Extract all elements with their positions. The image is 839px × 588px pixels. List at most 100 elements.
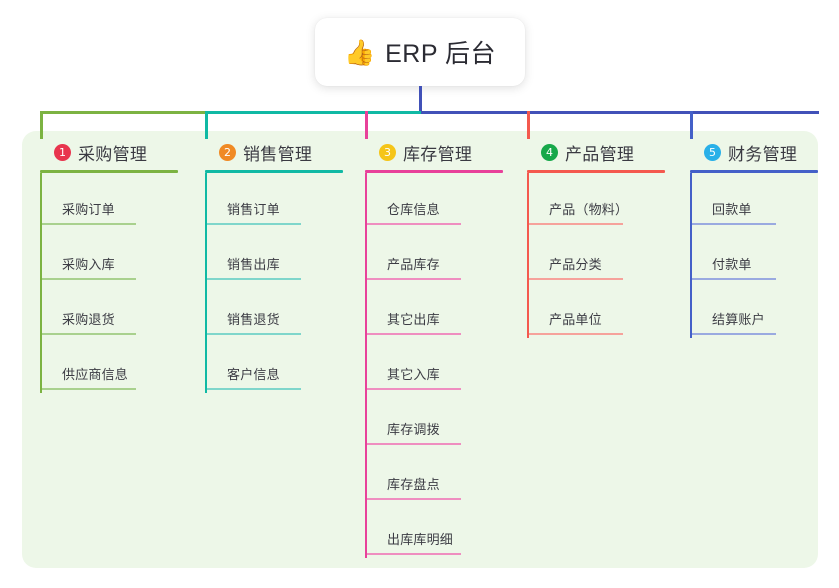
leaf-item[interactable]: 其它入库 — [365, 338, 515, 393]
leaf-underline — [367, 553, 461, 555]
leaf-underline — [207, 388, 301, 390]
column-title: 采购管理 — [78, 144, 148, 164]
column-spine — [690, 173, 692, 338]
leaf-underline — [207, 223, 301, 225]
leaf-label: 产品单位 — [549, 312, 602, 327]
leaf-label: 其它出库 — [387, 312, 440, 327]
column-spine — [205, 173, 207, 393]
leaf-label: 采购订单 — [62, 202, 115, 217]
leaf-underline — [367, 223, 461, 225]
leaf-label: 采购退货 — [62, 312, 115, 327]
diagram-panel — [22, 131, 818, 568]
leaf-item[interactable]: 采购入库 — [40, 228, 190, 283]
leaf-list: 回款单付款单结算账户 — [690, 173, 830, 338]
connector-segment-2 — [206, 111, 421, 114]
leaf-item[interactable]: 产品（物料） — [527, 173, 677, 228]
column-title: 销售管理 — [243, 144, 313, 164]
leaf-item[interactable]: 供应商信息 — [40, 338, 190, 393]
branch-drop-3 — [365, 111, 368, 139]
column-header-1[interactable]: 1 采购管理 — [40, 140, 190, 164]
leaf-underline — [207, 278, 301, 280]
column-spine — [365, 173, 367, 558]
leaf-list: 销售订单销售出库销售退货客户信息 — [205, 173, 355, 393]
leaf-label: 销售订单 — [227, 202, 280, 217]
number-badge-icon: 5 — [704, 143, 721, 161]
column-underline — [205, 170, 343, 173]
leaf-item[interactable]: 回款单 — [690, 173, 830, 228]
leaf-label: 销售退货 — [227, 312, 280, 327]
leaf-label: 产品分类 — [549, 257, 602, 272]
leaf-underline — [692, 333, 776, 335]
number-badge-icon: 1 — [54, 143, 71, 161]
leaf-label: 客户信息 — [227, 367, 280, 382]
leaf-label: 结算账户 — [712, 312, 765, 327]
leaf-label: 产品（物料） — [549, 202, 629, 217]
leaf-item[interactable]: 出库库明细 — [365, 503, 515, 558]
horizontal-connector — [40, 111, 819, 114]
column-spine — [527, 173, 529, 338]
leaf-list: 产品（物料） 产品分类产品单位 — [527, 173, 677, 338]
leaf-item[interactable]: 库存调拨 — [365, 393, 515, 448]
leaf-item[interactable]: 库存盘点 — [365, 448, 515, 503]
column-2: 2 销售管理销售订单销售出库销售退货客户信息 — [205, 140, 355, 393]
branch-drop-5 — [690, 111, 693, 139]
leaf-underline — [692, 278, 776, 280]
leaf-list: 采购订单采购入库采购退货供应商信息 — [40, 173, 190, 393]
leaf-label: 出库库明细 — [387, 532, 454, 547]
leaf-label: 付款单 — [712, 257, 752, 272]
leaf-label: 回款单 — [712, 202, 752, 217]
column-1: 1 采购管理采购订单采购入库采购退货供应商信息 — [40, 140, 190, 393]
root-title: ERP 后台 — [385, 40, 497, 68]
leaf-underline — [367, 443, 461, 445]
leaf-underline — [207, 333, 301, 335]
trunk-connector — [419, 86, 422, 113]
thumbs-up-icon: 👍 — [343, 37, 376, 67]
column-header-5[interactable]: 5 财务管理 — [690, 140, 830, 164]
leaf-underline — [42, 278, 136, 280]
leaf-label: 库存调拨 — [387, 422, 440, 437]
connector-segment-1 — [40, 111, 206, 114]
leaf-label: 销售出库 — [227, 257, 280, 272]
leaf-item[interactable]: 产品单位 — [527, 283, 677, 338]
leaf-item[interactable]: 仓库信息 — [365, 173, 515, 228]
leaf-underline — [529, 278, 623, 280]
column-header-4[interactable]: 4 产品管理 — [527, 140, 677, 164]
leaf-underline — [42, 223, 136, 225]
leaf-underline — [42, 333, 136, 335]
leaf-list: 仓库信息产品库存其它出库其它入库库存调拨库存盘点出库库明细 — [365, 173, 515, 558]
leaf-item[interactable]: 销售订单 — [205, 173, 355, 228]
branch-drop-4 — [527, 111, 530, 139]
leaf-item[interactable]: 客户信息 — [205, 338, 355, 393]
leaf-item[interactable]: 销售出库 — [205, 228, 355, 283]
leaf-item[interactable]: 产品分类 — [527, 228, 677, 283]
leaf-underline — [367, 388, 461, 390]
leaf-item[interactable]: 产品库存 — [365, 228, 515, 283]
number-badge-icon: 4 — [541, 143, 558, 161]
column-underline — [690, 170, 818, 173]
leaf-underline — [367, 333, 461, 335]
leaf-item[interactable]: 采购订单 — [40, 173, 190, 228]
column-title: 财务管理 — [728, 144, 798, 164]
leaf-item[interactable]: 其它出库 — [365, 283, 515, 338]
leaf-label: 其它入库 — [387, 367, 440, 382]
column-title: 库存管理 — [403, 144, 473, 164]
leaf-label: 仓库信息 — [387, 202, 440, 217]
root-node[interactable]: 👍 ERP 后台 — [315, 18, 525, 86]
leaf-underline — [367, 278, 461, 280]
column-underline — [40, 170, 178, 173]
leaf-item[interactable]: 采购退货 — [40, 283, 190, 338]
leaf-underline — [529, 333, 623, 335]
leaf-item[interactable]: 结算账户 — [690, 283, 830, 338]
number-badge-icon: 3 — [379, 143, 396, 161]
column-header-2[interactable]: 2 销售管理 — [205, 140, 355, 164]
column-4: 4 产品管理产品（物料） 产品分类产品单位 — [527, 140, 677, 338]
leaf-item[interactable]: 付款单 — [690, 228, 830, 283]
leaf-item[interactable]: 销售退货 — [205, 283, 355, 338]
column-header-3[interactable]: 3 库存管理 — [365, 140, 515, 164]
leaf-label: 库存盘点 — [387, 477, 440, 492]
leaf-underline — [529, 223, 623, 225]
leaf-label: 采购入库 — [62, 257, 115, 272]
leaf-underline — [367, 498, 461, 500]
number-badge-icon: 2 — [219, 143, 236, 161]
column-title: 产品管理 — [565, 144, 635, 164]
